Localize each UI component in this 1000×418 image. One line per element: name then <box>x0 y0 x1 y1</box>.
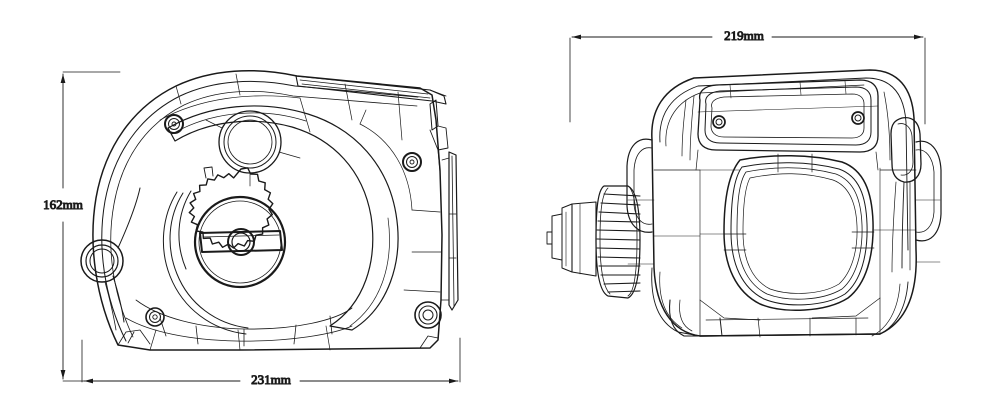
dimension-219mm <box>569 34 926 125</box>
bolt-hole-upper <box>164 114 184 134</box>
base-foot-detail <box>117 329 439 349</box>
lower-web <box>125 299 353 347</box>
knurled-drum <box>595 185 641 299</box>
right-side-bulge <box>915 140 942 242</box>
top-handle-recess <box>697 79 879 153</box>
top-rail <box>295 75 449 173</box>
dimension-label-231mm: 231mm <box>251 372 291 387</box>
dimension-231mm <box>81 337 461 384</box>
right-lever-tab <box>890 116 922 273</box>
base-legs <box>651 267 909 338</box>
mounting-bracket <box>546 201 597 277</box>
dimension-label-162mm: 162mm <box>43 197 83 212</box>
front-view-group <box>546 69 942 338</box>
eyelet-ring <box>80 187 141 331</box>
handle-screw-left <box>712 115 726 129</box>
bolt-hole-bottom <box>145 307 165 327</box>
rear-flange-strip <box>440 151 459 311</box>
handle-screw-right <box>851 111 865 125</box>
front-view-seams <box>627 167 941 301</box>
dimension-label-219mm: 219mm <box>724 28 764 43</box>
panel-seams <box>149 73 442 351</box>
side-view-group <box>80 70 459 351</box>
bolt-hole-right <box>402 152 422 172</box>
gear-shroud <box>162 190 249 335</box>
shoulder-seams <box>653 91 917 171</box>
bolt-hole-lower-right <box>414 301 442 329</box>
gear-wheel <box>188 166 287 289</box>
housing-outer-shell <box>92 70 443 351</box>
front-body-outline <box>651 69 917 337</box>
central-round-recess <box>699 153 917 311</box>
